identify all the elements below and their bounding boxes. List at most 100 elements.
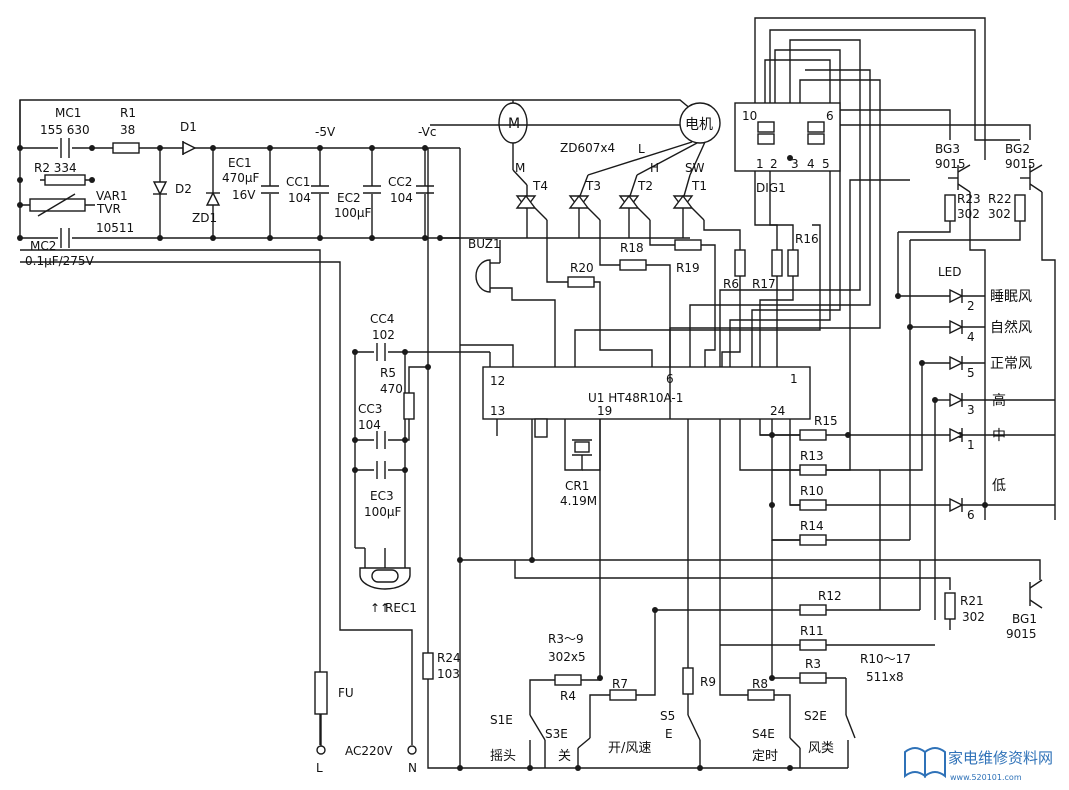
- triac-T1: [672, 174, 705, 238]
- label-dig-4: 4: [807, 157, 815, 171]
- label-cc2-val: 104: [390, 191, 413, 205]
- label-r3-9: R3～9: [548, 632, 584, 646]
- label-r11: R11: [800, 624, 824, 638]
- label-cc4-val: 102: [372, 328, 395, 342]
- label-led-sleep: 睡眠风: [990, 289, 1032, 305]
- label-pin13: 13: [490, 404, 505, 418]
- label-motor: 电机: [685, 117, 713, 133]
- capacitor-EC3: [374, 461, 388, 479]
- label-zd607: ZD607x4: [560, 141, 615, 155]
- diode-D1: [182, 140, 197, 156]
- fuse-FU: [314, 671, 328, 715]
- label-r22-val: 302: [988, 207, 1011, 221]
- label-led-low: 低: [992, 478, 1006, 494]
- label-cc1: CC1: [286, 175, 310, 189]
- label-rec1-arrows: ↑↑: [370, 601, 390, 615]
- label-r13: R13: [800, 449, 824, 463]
- fan-motor-M: [498, 100, 528, 170]
- label-t4: T4: [532, 179, 548, 193]
- label-u1: U1 HT48R10A-1: [588, 391, 683, 405]
- label-r5: R5: [380, 366, 396, 380]
- label-cr1: CR1: [565, 479, 589, 493]
- resistor-R13: [799, 464, 827, 476]
- right-resistors: [460, 327, 1041, 715]
- label-r24-val: 103: [437, 667, 460, 681]
- resistor-R1: [112, 142, 140, 154]
- label-d1: D1: [180, 120, 197, 134]
- label-s1e: S1E: [490, 713, 513, 727]
- label-wire-sw: SW: [685, 161, 705, 175]
- capacitor-MC1: [58, 138, 72, 158]
- label-r22: R22: [988, 192, 1012, 206]
- component-labels: MC1 155 630 R1 38 D1 D2 ZD1 R2 334 VAR1 …: [25, 106, 1053, 782]
- label-key-mode: 风类: [808, 741, 834, 756]
- label-r10-17: R10～17: [860, 652, 911, 666]
- label-r7: R7: [612, 677, 628, 691]
- fan-motor-main: [430, 102, 721, 176]
- label-r12: R12: [818, 589, 842, 603]
- label-mc1: MC1: [55, 106, 81, 120]
- label-key-off: 关: [558, 749, 571, 764]
- label-r2: R2 334: [34, 161, 77, 175]
- diode-D2: [152, 181, 168, 196]
- label-terminal-n: N: [408, 761, 417, 775]
- label-r5-val: 470: [380, 382, 403, 396]
- label-bg2: BG2: [1005, 142, 1030, 156]
- label-var1-val: 10511: [96, 221, 134, 235]
- capacitor-EC2: [362, 185, 382, 194]
- label-cc4: CC4: [370, 312, 394, 326]
- label-wire-h: H: [650, 161, 659, 175]
- label-r21-val: 302: [962, 610, 985, 624]
- label-r23: R23: [957, 192, 981, 206]
- label-pin24: 24: [770, 404, 785, 418]
- zener-ZD1: [205, 191, 221, 206]
- label-dig-6: 6: [826, 109, 834, 123]
- ir-receiver-REC1: [355, 547, 411, 590]
- label-s5: S5: [660, 709, 675, 723]
- label-s2e: S2E: [804, 709, 827, 723]
- label-led-normal: 正常风: [990, 356, 1032, 372]
- label-rec1: REC1: [385, 601, 417, 615]
- resistor-R2: [44, 174, 86, 186]
- mains-terminal-N: [407, 745, 417, 755]
- label-ac220v: AC220V: [345, 744, 393, 758]
- label-r18: R18: [620, 241, 644, 255]
- label-led: LED: [938, 265, 962, 279]
- label-r20: R20: [570, 261, 594, 275]
- label-ec3: EC3: [370, 489, 394, 503]
- label-r4: R4: [560, 689, 576, 703]
- label-fu: FU: [338, 686, 354, 700]
- label-zd1: ZD1: [192, 211, 217, 225]
- label-led-n2: 2: [967, 299, 975, 313]
- label-dig-10: 10: [742, 109, 757, 123]
- label-ec1-volt: 16V: [232, 188, 256, 202]
- label-s4e: S4E: [752, 727, 775, 741]
- transistor-BG3: [948, 164, 971, 193]
- label-led-n4: 4: [967, 330, 975, 344]
- display-DIG1: [734, 102, 1031, 172]
- label-motor-m: M: [508, 116, 520, 132]
- resistor-R22: [1014, 194, 1026, 222]
- label-dig-1: 1: [756, 157, 764, 171]
- label-ec1-cap: 470μF: [222, 171, 260, 185]
- mcu-U1: [482, 366, 811, 420]
- led-array: [826, 232, 1055, 620]
- label-e: E: [665, 727, 673, 741]
- label-led-n1: 1: [967, 438, 975, 452]
- label-mc2-val: 0.1μF/275V: [25, 254, 95, 268]
- label-key-swing: 摇头: [490, 749, 516, 764]
- label-led-mid: 中: [992, 428, 1006, 444]
- resistor-R14: [799, 534, 827, 546]
- label-key-on-speed: 开/风速: [608, 741, 651, 756]
- label-r3: R3: [805, 657, 821, 671]
- junction-dots: [17, 145, 988, 771]
- label-r10: R10: [800, 484, 824, 498]
- label-r8: R8: [752, 677, 768, 691]
- label-t1: T1: [691, 179, 707, 193]
- resistor-R3: [799, 672, 827, 684]
- label-bg3-type: 9015: [935, 157, 966, 171]
- label-r15: R15: [814, 414, 838, 428]
- label-minus-vc: -Vc: [418, 125, 436, 139]
- resistor-R17: [771, 249, 783, 277]
- resistor-R21: [944, 592, 956, 620]
